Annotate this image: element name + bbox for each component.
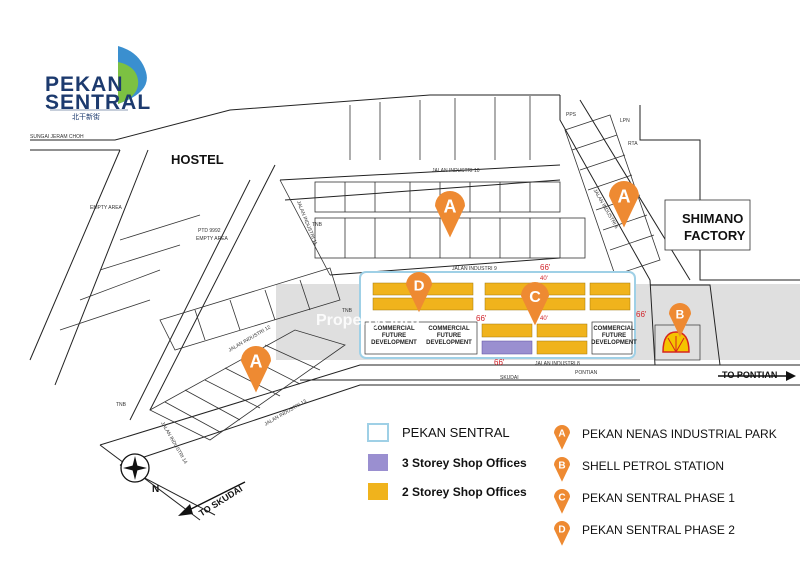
cfd2-line2: FUTURE (436, 333, 462, 339)
two-storey-blocks (372, 282, 631, 355)
industrial-lots-top (279, 96, 586, 276)
legend-marker-b-letter: B (558, 461, 565, 472)
logo-line2: SENTRAL (45, 91, 152, 114)
cfd-block-3: COMMERCIAL FUTURE DEVELOPMENT (588, 326, 640, 347)
marker-d: D (406, 272, 432, 313)
label-pps: PPS (566, 112, 577, 118)
dim-4: 66' (636, 310, 647, 319)
label-ptd-sub: EMPTY AREA (196, 236, 228, 242)
legend-marker-c-letter: C (558, 493, 565, 504)
marker-a-top: A (435, 191, 465, 238)
label-tnb-1: TNB (342, 308, 352, 314)
legend-two-storey: 2 Storey Shop Offices (402, 485, 527, 499)
dim-3: 66' (476, 314, 487, 323)
pekan-sentral-logo-mark (50, 46, 147, 111)
label-rta: RTA (628, 141, 638, 147)
cfd3-line2: FUTURE (601, 333, 627, 339)
dim-1: 66' (540, 263, 551, 272)
label-lpn: LPN (620, 118, 630, 124)
cfd1-line3: DEVELOPMENT (371, 340, 417, 346)
marker-a-top-letter: A (444, 196, 457, 216)
legend-item-c: PEKAN SENTRAL PHASE 1 (582, 491, 735, 505)
legend-item-a: PEKAN NENAS INDUSTRIAL PARK (582, 427, 777, 441)
cfd3-line3: DEVELOPMENT (591, 340, 637, 346)
three-storey-block (481, 340, 533, 355)
label-hostel: HOSTEL (171, 152, 224, 167)
label-ptd: PTD 9992 (198, 228, 221, 234)
road-jalan-industri-8: JALAN INDUSTRI 8 (535, 361, 580, 367)
marker-a-right: A (609, 181, 639, 228)
legend-marker-d-letter: D (558, 525, 565, 536)
commercial-future-outlines (364, 321, 633, 355)
shell-logo-icon (662, 331, 690, 353)
legend-marker-b: B (554, 457, 570, 482)
road-jalan-industri-9: JALAN INDUSTRI 9 (452, 266, 497, 272)
label-tnb-3: TNB (116, 402, 126, 408)
legend-three-storey: 3 Storey Shop Offices (402, 456, 527, 470)
marker-d-letter: D (414, 277, 425, 294)
cfd1-line1: COMMERCIAL (373, 326, 415, 332)
legend-item-b: SHELL PETROL STATION (582, 459, 725, 473)
dim-2: 40' (540, 276, 548, 282)
marker-b: B (669, 303, 691, 338)
marker-c: C (521, 282, 549, 326)
marker-b-letter: B (676, 307, 685, 321)
legend-item-d: PEKAN SENTRAL PHASE 2 (582, 523, 735, 537)
label-shimano-1: SHIMANO (682, 211, 744, 226)
legend-three-storey-swatch (368, 454, 388, 471)
legend-marker-a: A (554, 425, 570, 450)
marker-layer: A A A B C D A B C D (241, 181, 691, 546)
dim-5: 40' (540, 316, 548, 322)
logo-chinese: 北干新街 (72, 114, 100, 121)
marker-a-left: A (241, 346, 271, 393)
to-skudai-arrow (178, 481, 246, 516)
legend-pekan-swatch (367, 423, 389, 442)
cfd-block-2: COMMERCIAL FUTURE DEVELOPMENT (423, 326, 475, 347)
cfd2-line1: COMMERCIAL (428, 326, 470, 332)
road-jalan-industri-10: JALAN INDUSTRI 10 (432, 168, 480, 174)
legend-marker-a-letter: A (558, 429, 565, 440)
legend-marker-d: D (554, 521, 570, 546)
legend-marker-c: C (554, 489, 570, 514)
logo-line1: PEKAN (45, 73, 124, 96)
road-skudai: SKUDAI (500, 375, 519, 381)
cfd2-line3: DEVELOPMENT (426, 340, 472, 346)
dim-6: 66' (494, 358, 505, 367)
marker-a-right-letter: A (618, 186, 631, 206)
cfd1-line2: FUTURE (381, 333, 407, 339)
legend-pekan-sentral: PEKAN SENTRAL (402, 425, 510, 440)
industrial-lots-left (59, 214, 346, 441)
industrial-lots-right (564, 114, 751, 276)
watermark: PropertyGuru (316, 312, 421, 329)
legend-two-storey-swatch (368, 483, 388, 500)
road-pontian: PONTIAN (575, 370, 598, 376)
compass-icon (120, 453, 150, 483)
compass-north: N (152, 484, 160, 495)
label-tnb-2: TNB (312, 222, 322, 228)
label-shimano-2: FACTORY (684, 228, 746, 243)
road-to-pontian: TO PONTIAN (722, 370, 778, 380)
marker-c-letter: C (529, 289, 541, 306)
label-sungai: SUNGAI JERAM CHOH (30, 134, 84, 140)
cfd3-line1: COMMERCIAL (593, 326, 635, 332)
label-empty-area: EMPTY AREA (90, 205, 122, 211)
road-outlines (29, 94, 800, 521)
to-pontian-arrow (718, 371, 796, 381)
marker-a-left-letter: A (250, 351, 263, 371)
cfd-block-1: COMMERCIAL FUTURE DEVELOPMENT (368, 326, 420, 347)
